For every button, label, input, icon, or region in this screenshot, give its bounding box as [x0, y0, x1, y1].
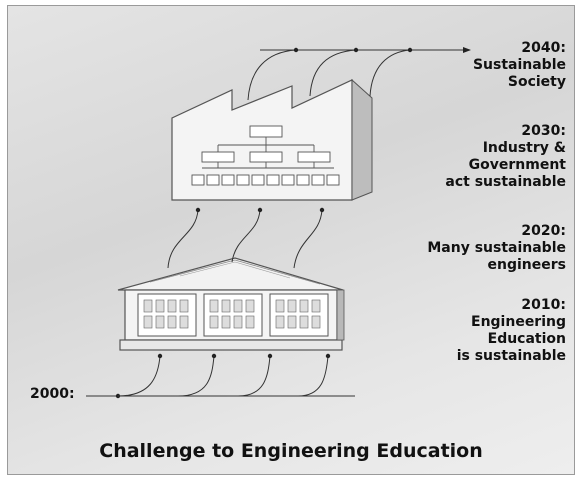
- flow-arrows-2000-to-school: [117, 355, 329, 397]
- milestone-2030: 2030: Industry & Government act sustaina…: [445, 123, 566, 191]
- flow-dot: [157, 353, 163, 359]
- milestone-2010: 2010: Engineering Education is sustainab…: [457, 297, 566, 365]
- flow-arrows-factory-to-2040: [247, 49, 411, 101]
- flow-dot: [319, 207, 325, 213]
- milestone-year: 2040:: [521, 40, 566, 56]
- school-building-icon: [117, 257, 345, 351]
- diagram-panel: [7, 5, 575, 475]
- milestone-2020: 2020: Many sustainable engineers: [427, 223, 566, 274]
- milestone-line: Many sustainable: [427, 240, 566, 256]
- flow-dot: [293, 47, 299, 53]
- flow-dot: [211, 353, 217, 359]
- flow-arrows-school-to-factory: [167, 209, 323, 269]
- milestone-year: 2030:: [521, 123, 566, 139]
- diagram-caption: Challenge to Engineering Education: [99, 440, 483, 462]
- flow-dot: [353, 47, 359, 53]
- flow-dot: [325, 353, 331, 359]
- flow-dot: [257, 207, 263, 213]
- flow-dot: [407, 47, 413, 53]
- milestone-line: Government: [468, 157, 566, 173]
- milestone-2040: 2040: Sustainable Society: [473, 40, 566, 91]
- flow-dot: [267, 353, 273, 359]
- milestone-line: is sustainable: [456, 348, 566, 364]
- milestone-line: engineers: [487, 257, 566, 273]
- milestone-year: 2010:: [521, 297, 566, 313]
- milestone-line: act sustainable: [445, 174, 566, 190]
- milestone-line: Society: [507, 74, 566, 90]
- factory-icon: [171, 78, 373, 201]
- milestone-line: Sustainable: [472, 57, 566, 73]
- timeline-2040: [260, 47, 471, 53]
- milestone-year: 2020:: [521, 223, 566, 239]
- milestone-line: Education: [487, 331, 566, 347]
- start-year-label: 2000:: [30, 386, 75, 402]
- milestone-line: Industry &: [482, 140, 566, 156]
- flow-dot: [195, 207, 201, 213]
- milestone-line: Engineering: [471, 314, 566, 330]
